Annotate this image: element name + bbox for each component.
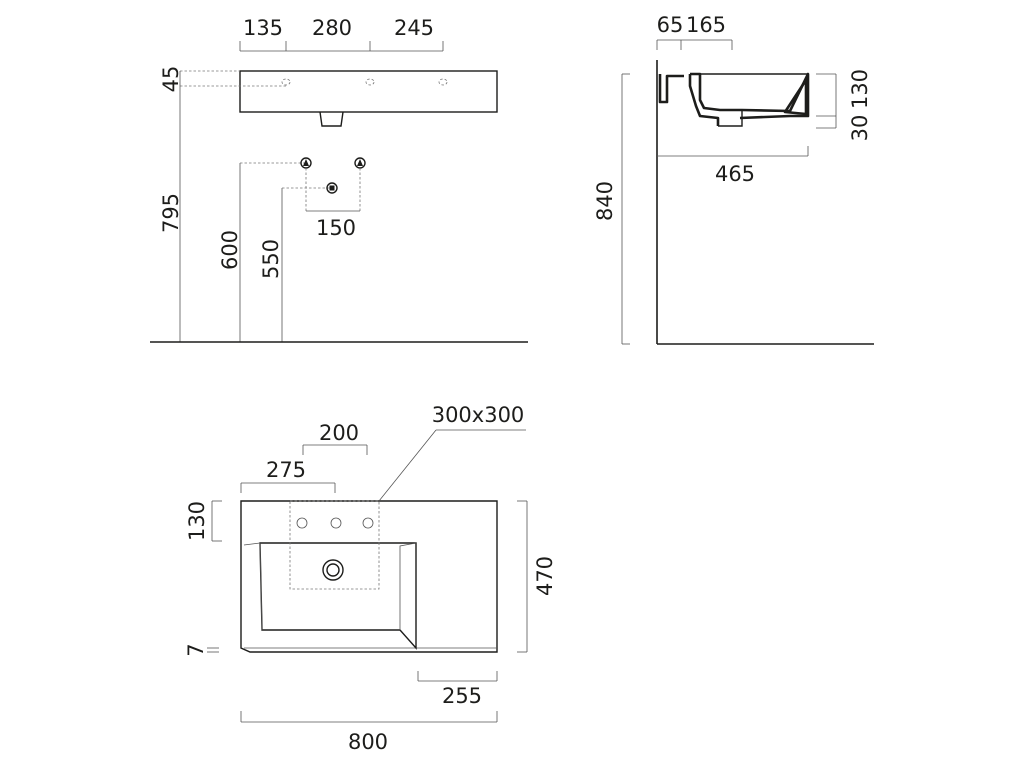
dim-hole-mid: 280 [312, 16, 352, 40]
dim-top-height: 795 [159, 193, 183, 233]
plan-hole-right [362, 517, 374, 529]
dim-front-offset: 165 [686, 13, 726, 37]
dim-back: 65 [657, 13, 684, 37]
basin-front-wedge [783, 78, 808, 116]
inlet-triangle [357, 159, 363, 166]
plan-drain [322, 559, 344, 581]
bowl-inner [399, 542, 417, 630]
plan-drain-inner [326, 563, 340, 577]
dim-rim-thickness: 45 [159, 66, 183, 93]
tap-hole-right [438, 78, 448, 86]
dim-bottom: 30 [848, 115, 872, 142]
plan-hole-middle [330, 517, 342, 529]
dim-projection: 465 [715, 162, 755, 186]
front-view: 135 280 245 45 795 600 550 150 [150, 16, 528, 343]
tap-hole-left [281, 78, 291, 86]
dashed-clearance-box [289, 500, 380, 590]
side-view: 65 165 130 30 465 840 [593, 13, 874, 345]
dim-drain-height: 550 [259, 239, 283, 279]
plan-view: 300x300 200 275 130 7 470 255 [184, 403, 557, 754]
dim-back-ledge: 130 [185, 501, 209, 541]
plan-hole-left [296, 517, 308, 529]
bowl-edge [243, 542, 261, 546]
dim-tap-offset: 275 [266, 458, 306, 482]
dim-shelf-width: 255 [442, 684, 482, 708]
dim-inlet-spacing: 150 [316, 216, 356, 240]
dim-box-offset: 200 [319, 421, 359, 445]
plan-outline [240, 500, 498, 653]
outlet-square [329, 185, 335, 191]
tap-hole-middle [365, 78, 375, 86]
front-drain [319, 111, 344, 127]
dim-hole-right: 245 [394, 16, 434, 40]
drain-outlet-icon [326, 182, 338, 194]
dim-width: 800 [348, 730, 388, 754]
dim-front-lip: 7 [184, 643, 208, 656]
dim-hole-left: 135 [243, 16, 283, 40]
dim-total-height: 840 [593, 181, 617, 221]
dim-bowl-depth: 130 [848, 69, 872, 109]
dim-inlet-height: 600 [218, 230, 242, 270]
basin-side-profile [658, 72, 810, 126]
inlet-triangle [303, 159, 309, 166]
leader-300x300 [378, 429, 437, 502]
basin-front-body [239, 70, 498, 113]
plan-bowl [259, 542, 417, 650]
dim-box-size: 300x300 [432, 403, 525, 427]
dim-depth: 470 [533, 556, 557, 596]
basin-waste [718, 110, 743, 127]
bowl-inner-left [259, 542, 263, 631]
